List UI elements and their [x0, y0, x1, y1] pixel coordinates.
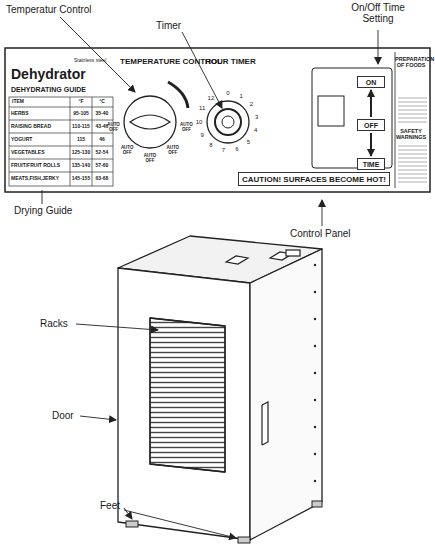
panel-text: 1 [239, 93, 242, 100]
arrow-connector [370, 133, 372, 156]
panel-text: DEHYDRATING GUIDE [11, 86, 86, 94]
panel-text: 43-46 [96, 124, 109, 130]
side-handle [262, 402, 268, 445]
panel-text: YOGURT [11, 137, 32, 143]
callout-label: Door [52, 410, 74, 421]
panel-text: HERBS [11, 111, 29, 117]
panel-text: 8 [209, 142, 212, 149]
panel-text: HOUR TIMER [205, 58, 256, 67]
callout-label: Temperatur Control [6, 4, 92, 15]
panel-text: 135-140 [72, 163, 90, 169]
caution-box: CAUTION! SURFACES BECOME HOT! [238, 172, 390, 186]
button-box: OFF [357, 119, 385, 131]
node-text: OFF [364, 122, 378, 129]
node-text: ON [366, 79, 377, 86]
panel-text: 12 [208, 95, 215, 102]
dehydrator-body [118, 236, 322, 540]
panel-text: 4 [254, 127, 257, 134]
arrow-connector [370, 90, 372, 117]
panel-text: 125-130 [72, 150, 90, 156]
callout-label: Timer [156, 20, 181, 31]
button-frame [312, 68, 392, 168]
panel-text: Stainless steel [74, 58, 106, 64]
panel-text: RAISING BREAD [11, 124, 51, 130]
feet [126, 501, 322, 543]
callout-label: Control Panel [290, 228, 351, 239]
panel-text: AUTO OFF [166, 146, 180, 156]
node-text: TIME [363, 161, 380, 168]
panel-text: 63-68 [96, 176, 109, 182]
panel-text: 11 [199, 105, 205, 112]
button-box: ON [357, 76, 385, 88]
panel-text: 95-105 [73, 111, 89, 117]
panel-text: °C [99, 99, 105, 105]
panel-text: 115 [77, 137, 85, 143]
panel-text: 110-115 [72, 124, 90, 130]
panel-text: VEGETABLES [11, 150, 45, 156]
panel-text: MEATS,FISH,JERKY [11, 176, 59, 182]
button-box: TIME [357, 158, 385, 170]
panel-text: 2 [250, 101, 253, 108]
drying-table [9, 97, 113, 186]
panel-text: 9 [200, 132, 203, 139]
callout-label: Drying Guide [14, 205, 72, 216]
panel-text: Dehydrator [11, 67, 86, 82]
temperature-dial [124, 82, 188, 148]
leader-line [42, 17, 378, 538]
hour-timer-dial [207, 101, 249, 143]
panel-text: 10 [196, 119, 203, 126]
panel-text: ITEM [12, 99, 24, 105]
callout-label: Feet [100, 500, 120, 511]
panel-text: AUTO OFF [107, 123, 121, 133]
panel-text: AUTO OFF [120, 146, 134, 156]
hinge-dots [314, 264, 316, 482]
panel-text: 5 [247, 139, 250, 146]
panel-text: 52-54 [96, 150, 109, 156]
callout-label: Racks [40, 318, 68, 329]
panel-text: PREPARATION OF FOODS [395, 56, 427, 68]
control-panel [5, 48, 430, 192]
panel-text: 57-60 [96, 163, 109, 169]
panel-text: AUTO OFF [179, 123, 193, 133]
panel-text: 7 [222, 147, 225, 154]
top-latch [226, 250, 300, 264]
node-text: CAUTION! SURFACES BECOME HOT! [242, 175, 386, 184]
panel-text: 3 [255, 114, 258, 121]
panel-text: 6 [235, 146, 238, 153]
callout-label: On/Off Time Setting [343, 2, 413, 24]
panel-text: 46 [99, 137, 105, 143]
panel-text: 0 [226, 90, 229, 97]
panel-text: °F [78, 99, 83, 105]
panel-text: 35-40 [96, 111, 109, 117]
panel-text: FRUIT/FRUIT ROLLS [11, 163, 60, 169]
display [318, 96, 344, 126]
panel-text: SAFETY WARNINGS [395, 128, 427, 140]
panel-text: 145-155 [72, 176, 90, 182]
panel-text: AUTO OFF [143, 154, 157, 164]
divider [395, 52, 396, 188]
